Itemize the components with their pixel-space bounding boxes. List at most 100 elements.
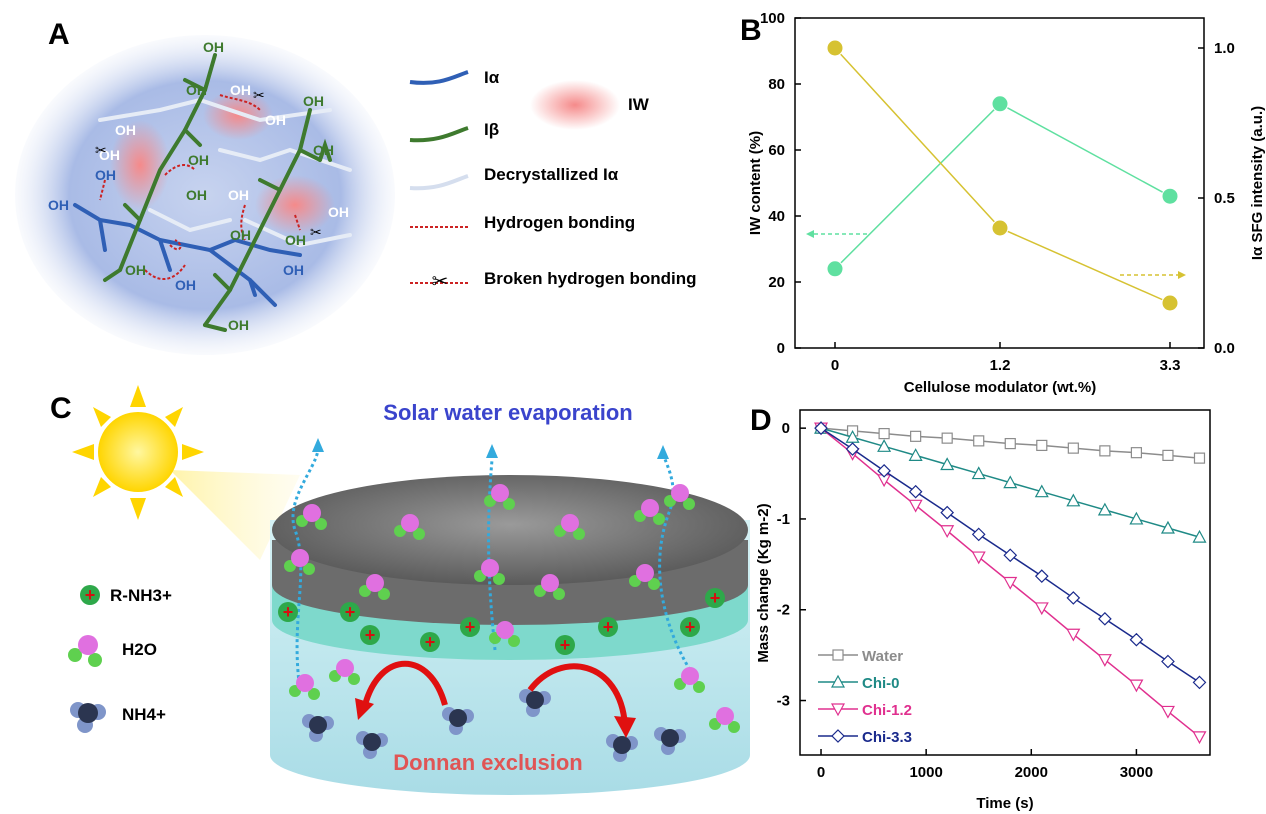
- amine-circle: [420, 632, 440, 652]
- data-point: [1034, 569, 1049, 583]
- legend-swatch-ammonium: [70, 702, 106, 733]
- data-point: [1160, 705, 1175, 719]
- water-molecule: [534, 574, 565, 600]
- data-point: [1192, 675, 1207, 690]
- chart-b-frame: [794, 17, 1205, 349]
- data-point: [940, 457, 955, 471]
- y2-tick-label: 1.0: [1214, 40, 1235, 57]
- ammonium-ion: [302, 714, 334, 742]
- hydrogen-atom: [308, 688, 320, 700]
- y-tick-label: 0: [782, 420, 790, 437]
- data-point: [1160, 520, 1175, 534]
- i-beta-chains: [103, 53, 332, 332]
- data-point: [973, 435, 985, 447]
- solar-evaporation-title: Solar water evaporation: [383, 400, 632, 425]
- data-point: [1161, 654, 1175, 669]
- water-molecule: [489, 621, 520, 647]
- oh-label: OH: [188, 152, 209, 168]
- scissors-icon: ✂: [432, 271, 449, 293]
- series-line: [834, 102, 1171, 270]
- data-point: [1192, 731, 1207, 745]
- oxygen-atom: [671, 484, 689, 502]
- oh-label: OH: [303, 93, 324, 109]
- y-tick-label: 20: [768, 274, 785, 291]
- data-point: [1097, 502, 1112, 516]
- legend-label: Chi-1.2: [862, 702, 912, 719]
- data-point: [1034, 484, 1049, 498]
- data-point: [830, 674, 846, 688]
- data-point: [908, 484, 923, 499]
- legend-label-iw: IW: [628, 95, 650, 114]
- series-line: [834, 47, 1171, 304]
- data-point: [940, 505, 955, 520]
- oxygen-atom: [303, 504, 321, 522]
- chart-b-y2label: Iα SFG intensity (a.u.): [1249, 106, 1266, 260]
- amine-group: +: [420, 632, 440, 652]
- data-point: [1036, 439, 1048, 452]
- oh-label: OH: [230, 82, 251, 98]
- hydrogen-atom: [348, 673, 360, 685]
- panel-letter-d: D: [750, 404, 772, 437]
- legend-label-broken-hbond: Broken hydrogen bonding: [484, 269, 697, 288]
- y-tick-label: 60: [768, 142, 785, 159]
- photothermal-layer-top: [272, 475, 748, 585]
- water-molecule: [634, 499, 665, 525]
- oh-label: OH: [313, 142, 334, 158]
- legend-swatch-iw: [530, 80, 620, 130]
- water-molecule: [329, 659, 360, 685]
- chart-d-ylabel: Mass change (Kg m-2): [755, 503, 772, 662]
- amine-circle: [555, 635, 575, 655]
- data-point: [1098, 611, 1112, 626]
- panel-a: A: [15, 18, 697, 355]
- data-point: [1129, 679, 1144, 693]
- legend-label-i-alpha: Iα: [484, 68, 500, 87]
- plus-icon: +: [425, 632, 436, 652]
- data-point: [877, 463, 891, 478]
- plus-icon: +: [603, 617, 614, 637]
- hydrogen-atom: [303, 563, 315, 575]
- panel-letter-a: A: [48, 18, 70, 51]
- water-molecule: [709, 707, 740, 733]
- water-molecule: [296, 504, 327, 530]
- amine-group: +: [705, 588, 725, 608]
- oh-label: OH: [228, 187, 249, 203]
- amine-group: +: [340, 602, 360, 622]
- nitrogen-atom: [363, 733, 381, 751]
- water-molecule: [359, 574, 390, 600]
- data-point: [910, 430, 922, 442]
- legend-label-decrystallized: Decrystallized Iα: [484, 165, 619, 184]
- plus-icon: +: [710, 588, 721, 608]
- amine-groups: +++++++++: [278, 588, 725, 655]
- panel-letter-b: B: [740, 14, 762, 47]
- hydrogen-atom: [503, 498, 515, 510]
- scissors-icon: ✂: [95, 142, 107, 158]
- hydrogen-atom: [493, 573, 505, 585]
- hydrogen-atom: [728, 721, 740, 733]
- legend-label: Water: [862, 648, 903, 665]
- oh-label: OH: [175, 277, 196, 293]
- data-point: [1004, 437, 1016, 450]
- data-point: [845, 442, 860, 456]
- data-point: [1193, 452, 1206, 464]
- water-molecule: [474, 559, 505, 585]
- data-point: [1003, 576, 1018, 590]
- hydrogen-atom: [653, 513, 665, 525]
- amine-group: +: [278, 602, 298, 622]
- plus-icon: +: [365, 625, 376, 645]
- i-alpha-chains: [73, 203, 302, 307]
- plus-icon: +: [560, 635, 571, 655]
- amine-circle: [278, 602, 298, 622]
- data-point: [1003, 548, 1018, 563]
- ammonium-ion: [519, 689, 551, 717]
- data-point: [941, 432, 953, 444]
- hydrogen-atom: [648, 578, 660, 590]
- data-point: [1129, 632, 1144, 647]
- data-point: [971, 551, 986, 565]
- water-molecule: [289, 674, 320, 700]
- data-point: [908, 499, 923, 513]
- oh-label: OH: [265, 112, 286, 128]
- hydrogen-atom: [573, 528, 585, 540]
- y2-tick-label: 0.5: [1214, 190, 1235, 207]
